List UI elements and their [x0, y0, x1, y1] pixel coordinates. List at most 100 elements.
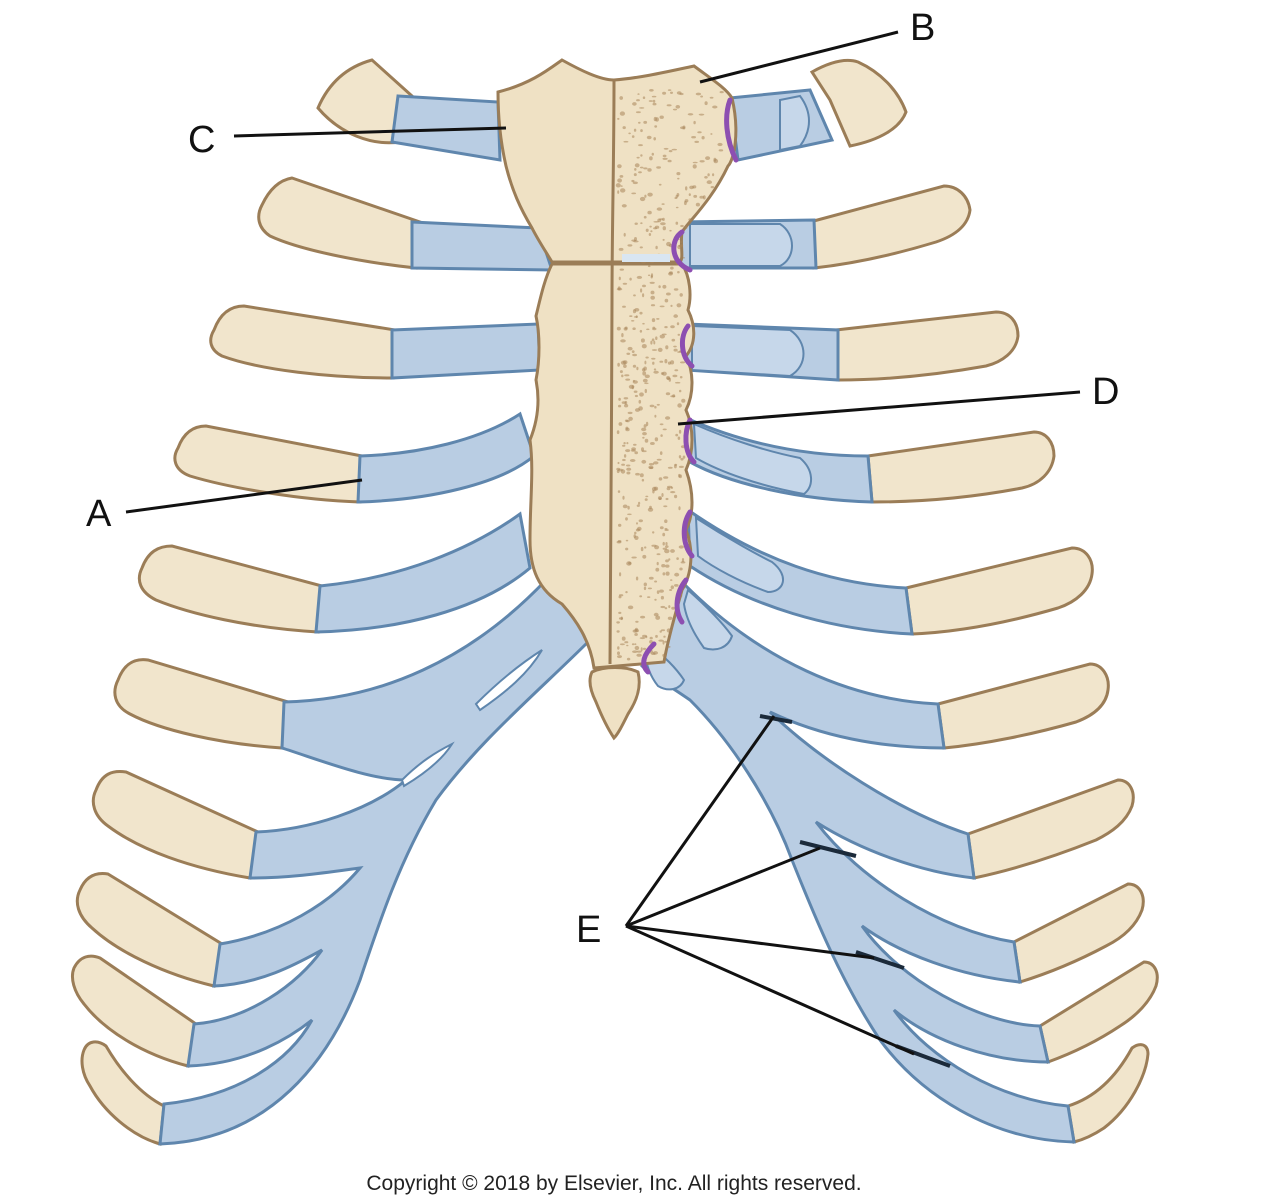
spongy-bone-dot [665, 345, 669, 350]
spongy-bone-dot [693, 194, 698, 198]
spongy-bone-dot [638, 501, 641, 505]
spongy-bone-dot [616, 326, 621, 331]
spongy-bone-dot [623, 140, 629, 143]
spongy-bone-dot [670, 266, 674, 270]
spongy-bone-dot [639, 473, 644, 478]
spongy-bone-dot [642, 371, 647, 376]
spongy-bone-dot [626, 467, 632, 471]
right-rib-6 [936, 662, 1110, 750]
leader-line-a [125, 478, 363, 514]
spongy-bone-dot [667, 646, 671, 648]
spongy-bone-dot [682, 125, 686, 130]
spongy-bone-dot [680, 240, 683, 244]
spongy-bone-dot [645, 495, 649, 498]
spongy-bone-dot [641, 368, 646, 372]
spongy-bone-dot [636, 522, 638, 525]
spongy-bone-dot [634, 394, 639, 398]
spongy-bone-dot [684, 199, 689, 203]
spongy-bone-dot [688, 193, 691, 197]
spongy-bone-dot [695, 202, 701, 207]
spongy-bone-dot [659, 423, 664, 426]
spongy-bone-dot [649, 404, 655, 408]
copyright-notice: Copyright © 2018 by Elsevier, Inc. All r… [366, 1172, 861, 1195]
spongy-bone-dot [642, 378, 648, 383]
spongy-bone-dot [642, 634, 647, 638]
spongy-bone-dot [679, 474, 682, 479]
spongy-bone-dot [624, 641, 629, 644]
spongy-bone-dot [713, 157, 717, 162]
spongy-bone-dot [625, 591, 628, 594]
spongy-bone-dot [718, 149, 724, 152]
spongy-bone-dot [631, 350, 635, 353]
spongy-bone-dot [669, 229, 672, 232]
spongy-bone-dot [622, 458, 626, 462]
spongy-bone-dot [662, 640, 665, 645]
leader-line-c [233, 126, 507, 138]
spongy-bone-dot [632, 364, 637, 368]
spongy-bone-dot [662, 217, 665, 221]
spongy-bone-dot [656, 166, 661, 169]
spongy-bone-dot [675, 105, 681, 109]
spongy-bone-dot [662, 428, 667, 431]
spongy-bone-dot [653, 116, 657, 122]
spongy-bone-dot [678, 429, 682, 434]
spongy-bone-dot [643, 120, 648, 124]
spongy-bone-dot [704, 176, 708, 179]
spongy-bone-dot [642, 96, 646, 99]
leader-lines [125, 30, 1081, 1056]
spongy-bone-dot [619, 643, 625, 646]
spongy-bone-dot [617, 117, 620, 120]
spongy-bone-dot [667, 361, 672, 365]
spongy-bone-dot [634, 168, 637, 171]
spongy-bone-dot [620, 185, 623, 187]
spongy-bone-dot [620, 188, 626, 193]
spongy-bone-dot [649, 636, 653, 640]
spongy-bone-dot [699, 160, 705, 163]
spongy-bone-dot [619, 572, 622, 577]
right-rib-8 [1012, 882, 1145, 984]
spongy-bone-dot [617, 646, 620, 650]
spongy-bone-dot [670, 585, 674, 590]
spongy-bone-dot [634, 633, 638, 636]
left-cartilage-inner-gap [400, 741, 455, 788]
spongy-bone-dot [656, 553, 661, 556]
sternocostal-joint-7 [641, 641, 657, 675]
spongy-bone-dot [668, 272, 673, 276]
sternocostal-joint-6 [674, 577, 689, 625]
left-ribs [70, 58, 422, 1146]
spongy-bone-dot [616, 540, 622, 544]
spongy-bone-dot [638, 519, 643, 523]
spongy-bone-dot [621, 374, 624, 378]
spongy-bone-dot [662, 532, 666, 537]
spongy-bone-dot [635, 111, 641, 114]
spongy-bone-dot [642, 647, 647, 651]
spongy-bone-dot [634, 627, 638, 631]
spongy-bone-dot [647, 210, 652, 215]
spongy-bone-dot [675, 433, 679, 437]
spongy-bone-dot [655, 634, 658, 638]
spongy-bone-dot [664, 326, 668, 329]
spongy-bone-dot [649, 466, 654, 470]
spongy-bone-dot [637, 93, 640, 95]
left-rib-3 [209, 304, 397, 380]
spongy-bone-dot [681, 558, 685, 563]
spongy-bone-dot [648, 576, 654, 580]
spongy-bone-dot [651, 318, 656, 323]
spongy-bone-dot [627, 605, 634, 610]
spongy-bone-dot [628, 416, 633, 421]
spongy-bone-dot [628, 384, 635, 389]
spongy-bone-dot [697, 131, 702, 134]
spongy-bone-dot [641, 478, 645, 482]
spongy-bone-dot [625, 378, 631, 381]
spongy-bone-dot [685, 186, 688, 191]
spongy-bone-dot [639, 107, 645, 109]
sternocostal-joint-5 [681, 509, 695, 559]
spongy-bone-dot [675, 206, 679, 209]
spongy-bone-dot [706, 180, 712, 185]
spongy-bone-dot [658, 477, 663, 481]
spongy-bone-dot [656, 561, 659, 566]
spongy-bone-dot [636, 650, 642, 653]
spongy-bone-dot [632, 379, 636, 382]
spongy-bone-dot [654, 545, 660, 550]
spongy-bone-dot [622, 360, 628, 365]
